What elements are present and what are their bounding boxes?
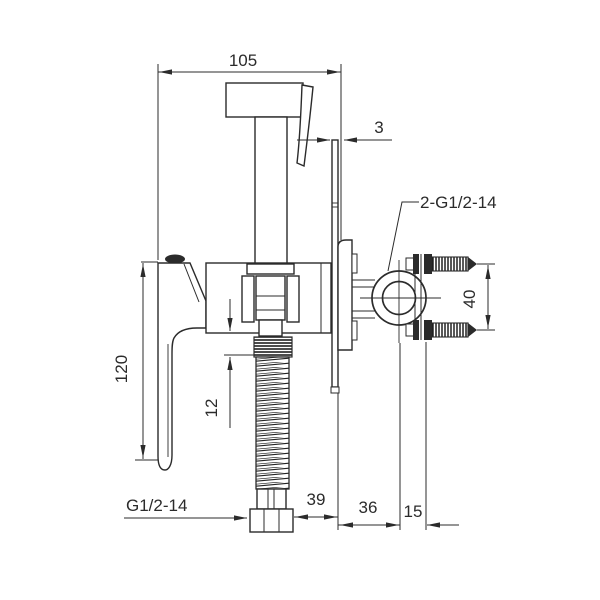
dim-label-120: 120 (112, 355, 131, 383)
dimension-text: 105 3 120 12 40 39 36 15 G1/2-14 2-G1/2-… (112, 51, 497, 521)
cartridge-assembly (241, 263, 300, 337)
label-wall-thread: 2-G1/2-14 (420, 193, 497, 212)
bottom-extension-lines (337, 342, 427, 530)
wall-fitting-circle (360, 254, 441, 343)
screw-tip (468, 257, 477, 271)
dim-label-39: 39 (307, 490, 326, 509)
screw-tip (468, 323, 477, 337)
thread-collar (253, 336, 293, 358)
dim-label-105: 105 (229, 51, 257, 70)
trigger-lever (296, 84, 314, 168)
label-hose-thread: G1/2-14 (126, 496, 187, 515)
handle-pivot-cap (165, 254, 185, 264)
flexible-hose (255, 356, 290, 490)
shower-pipe (254, 116, 288, 265)
control-handle (157, 254, 207, 471)
mounting-plate (337, 239, 358, 351)
dim-40 (477, 263, 495, 331)
hose-nut (249, 488, 294, 533)
mounting-screw-top (405, 254, 477, 274)
dimension-annotations (124, 64, 495, 530)
dim-label-40: 40 (460, 290, 479, 309)
mounting-screw-bottom (405, 320, 477, 340)
dim-105 (157, 64, 342, 260)
leader-2-g12-14 (387, 201, 419, 272)
dim-label-15: 15 (404, 502, 423, 521)
sprayer-head (225, 82, 314, 168)
sprayer-assembly (157, 82, 477, 533)
dim-12 (224, 299, 254, 428)
connector-pipes (352, 279, 375, 319)
dim-120 (135, 261, 158, 461)
dim-label-3: 3 (374, 118, 383, 137)
dim-label-12: 12 (202, 399, 221, 418)
dim-label-36: 36 (359, 498, 378, 517)
